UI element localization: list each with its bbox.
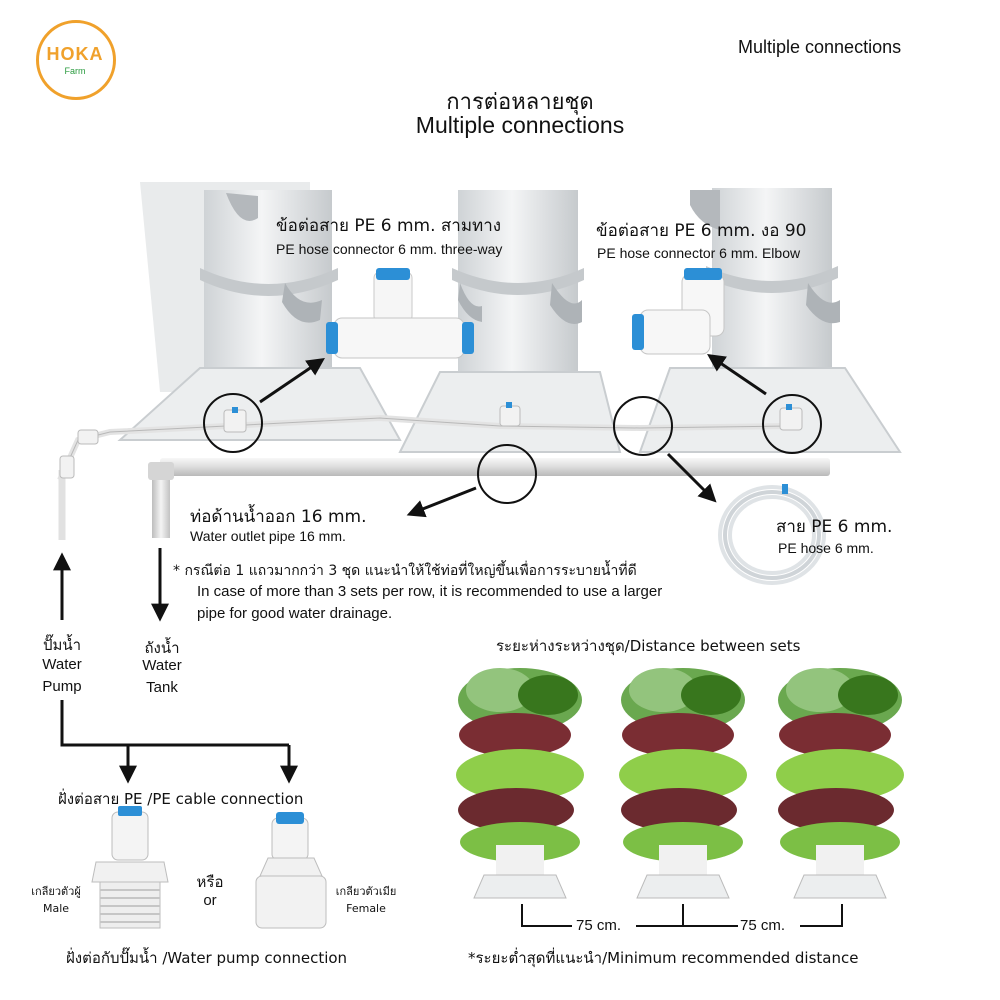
three-way-connector-image: [326, 268, 474, 359]
pointer-arrows: [259, 353, 767, 518]
pe-hose-label-english: PE hose 6 mm.: [778, 540, 874, 556]
distance-note: *ระยะต่ำสุดที่แนะนำ/Minimum recommended …: [468, 949, 859, 967]
elbow-label-english: PE hose connector 6 mm. Elbow: [597, 245, 801, 261]
note-thai: * กรณีต่อ 1 แถวมากกว่า 3 ชุด แนะนำให้ใช้…: [173, 563, 637, 579]
distance-value-2: 75 cm.: [740, 917, 786, 934]
plant-tower-1: [456, 668, 584, 899]
cable-connection-label: ฝั่งต่อสาย PE /PE cable connection: [58, 790, 304, 808]
female-label-english: Female: [346, 902, 386, 915]
three-way-label-thai: ข้อต่อสาย PE 6 mm. สามทาง: [276, 216, 502, 236]
pe-hose-coil: [718, 484, 826, 585]
distance-lines: [521, 904, 843, 927]
three-way-label-english: PE hose connector 6 mm. three-way: [276, 241, 503, 257]
logo-brand: HOKA: [46, 44, 104, 64]
male-label-thai: เกลียวตัวผู้: [31, 885, 81, 898]
elbow-connector-image: [632, 268, 725, 355]
pump-label-english-2: Pump: [42, 678, 82, 695]
outlet-pipe-label-english: Water outlet pipe 16 mm.: [190, 528, 346, 544]
outlet-pipe: [160, 458, 830, 476]
outlet-pipe-drop: [152, 466, 170, 538]
note-english-line2: pipe for good water drainage.: [197, 605, 393, 622]
outlet-pipe-label-thai: ท่อด้านน้ำออก 16 mm.: [190, 507, 367, 527]
page-title-english: Multiple connections: [415, 112, 625, 138]
female-label-thai: เกลียวตัวเมีย: [335, 885, 397, 898]
connection-bracket: [60, 700, 298, 784]
tank-label-thai: ถังน้ำ: [144, 639, 180, 657]
logo-sub: Farm: [64, 66, 86, 76]
or-label-english: or: [203, 892, 217, 909]
note-english-line1: In case of more than 3 sets per row, it …: [197, 583, 663, 600]
pe-hose-label-thai: สาย PE 6 mm.: [776, 517, 893, 537]
small-connectors: [59, 402, 803, 479]
female-fitting-image: [255, 812, 327, 929]
or-label-thai: หรือ: [196, 873, 224, 891]
distance-value-1: 75 cm.: [576, 917, 622, 934]
logo-ring: [36, 20, 116, 100]
tank-label-english-2: Tank: [146, 679, 178, 696]
pump-label-thai: ปั๊มน้ำ: [42, 636, 82, 654]
distance-title: ระยะห่างระหว่างชุด/Distance between sets: [496, 637, 801, 655]
elbow-label-thai: ข้อต่อสาย PE 6 mm. งอ 90: [596, 221, 807, 241]
pump-connection-label: ฝั่งต่อกับปั๊มน้ำ /Water pump connection: [66, 949, 348, 967]
highlight-circles: [203, 393, 822, 504]
plant-tower-2: [619, 668, 747, 899]
plant-tower-3: [776, 668, 904, 899]
pump-label-english-1: Water: [42, 656, 82, 673]
male-fitting-image: [91, 806, 169, 929]
page-title-thai: การต่อหลายชุด: [446, 89, 594, 114]
male-label-english: Male: [42, 902, 70, 915]
flow-arrows: [53, 548, 169, 622]
corner-title: Multiple connections: [738, 37, 902, 57]
tank-label-english-1: Water: [142, 657, 182, 674]
